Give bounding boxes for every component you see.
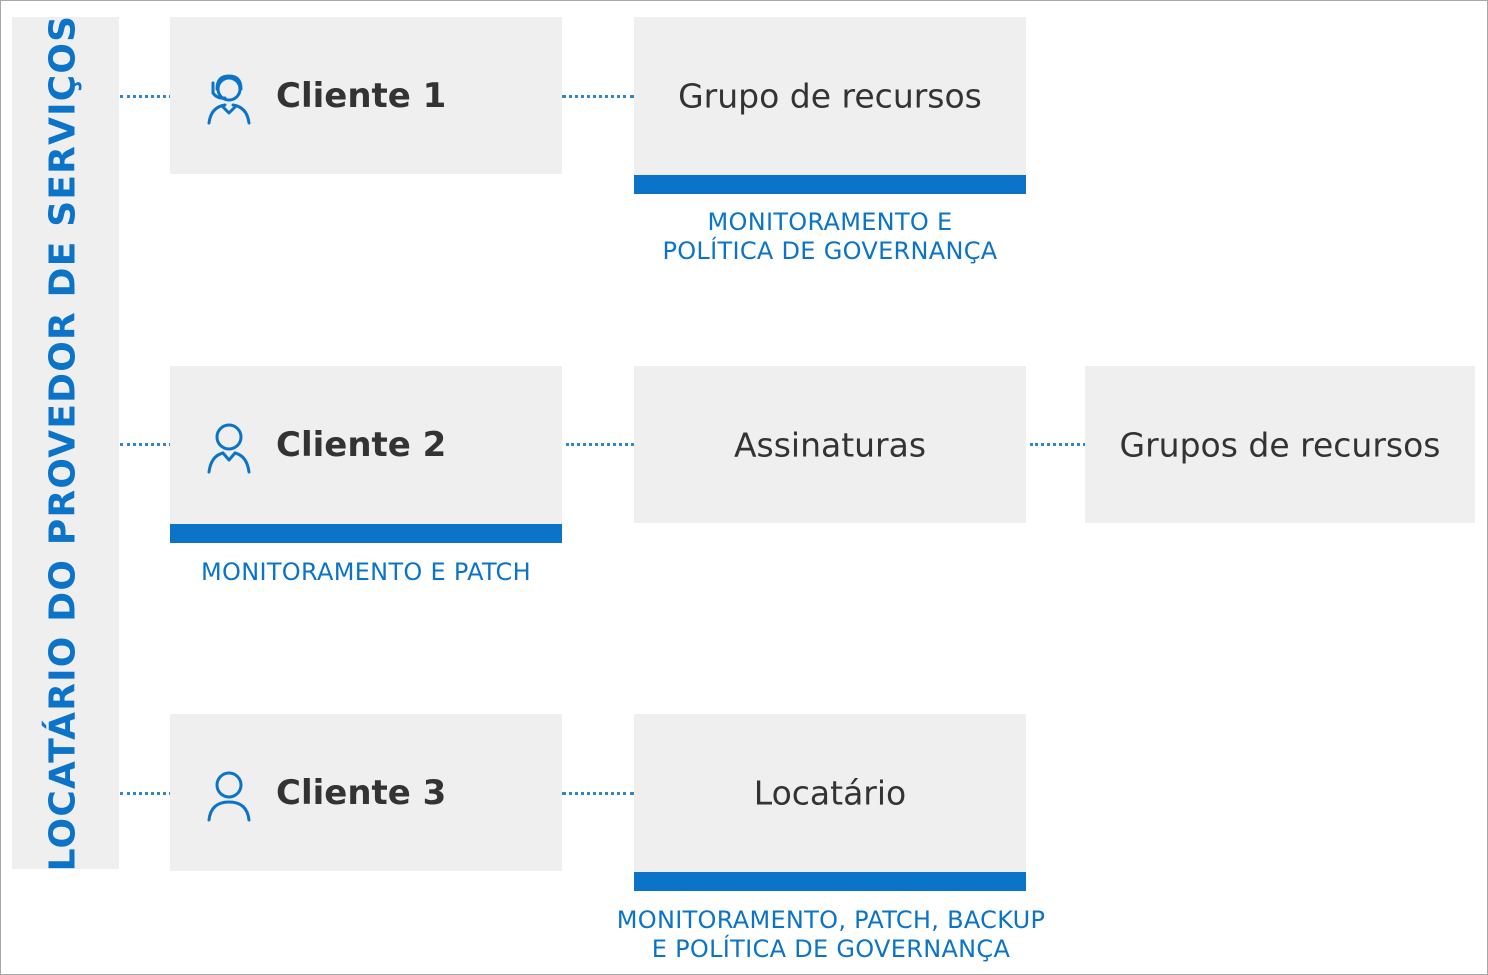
connector-provider-client2 <box>120 443 172 446</box>
client3-caption-line1: MONITORAMENTO, PATCH, BACKUP <box>616 906 1046 934</box>
resource-groups-box: Grupos de recursos <box>1085 366 1475 523</box>
subscriptions-box: Assinaturas <box>634 366 1026 523</box>
client3-box: Cliente 3 <box>170 714 562 871</box>
client3-caption: MONITORAMENTO, PATCH, BACKUP E POLÍTICA … <box>560 906 1102 964</box>
client1-scope-bar <box>634 175 1026 194</box>
person-icon <box>207 771 251 822</box>
connector-client1-target <box>562 95 634 98</box>
connector-client3-tenant <box>562 792 634 795</box>
client2-caption: MONITORAMENTO E PATCH <box>116 558 616 587</box>
connector-provider-client1 <box>120 95 172 98</box>
person-icon <box>207 423 251 474</box>
client1-box: Cliente 1 <box>170 17 562 174</box>
client1-target-label: Grupo de recursos <box>678 76 982 116</box>
client1-target-box: Grupo de recursos <box>634 17 1026 175</box>
client1-caption: MONITORAMENTO E POLÍTICA DE GOVERNANÇA <box>580 208 1080 266</box>
client1-caption-line1: MONITORAMENTO E <box>707 208 953 236</box>
tenant-label: Locatário <box>753 773 907 813</box>
client3-scope-bar <box>634 872 1026 891</box>
client3-caption-line2: E POLÍTICA DE GOVERNANÇA <box>651 935 1011 963</box>
connector-client2-subscriptions <box>566 443 634 446</box>
client2-box: Cliente 2 <box>170 366 562 524</box>
service-provider-tenant <box>12 17 119 869</box>
subscriptions-label: Assinaturas <box>733 425 927 464</box>
service-provider-label: LOCATÁRIO DO PROVEDOR DE SERVIÇOS <box>42 14 84 872</box>
tenant-box: Locatário <box>634 714 1026 872</box>
connector-provider-client3 <box>120 792 172 795</box>
client1-title: Cliente 1 <box>276 75 447 116</box>
connector-subscriptions-resourcegroups <box>1030 443 1086 446</box>
client3-title: Cliente 3 <box>276 772 447 813</box>
person-with-headset-icon <box>207 74 251 125</box>
client2-caption-line1: MONITORAMENTO E PATCH <box>201 558 531 586</box>
client1-caption-line2: POLÍTICA DE GOVERNANÇA <box>662 237 998 265</box>
resource-groups-label: Grupos de recursos <box>1119 425 1441 464</box>
client2-scope-bar <box>170 524 562 543</box>
client2-title: Cliente 2 <box>276 425 447 465</box>
